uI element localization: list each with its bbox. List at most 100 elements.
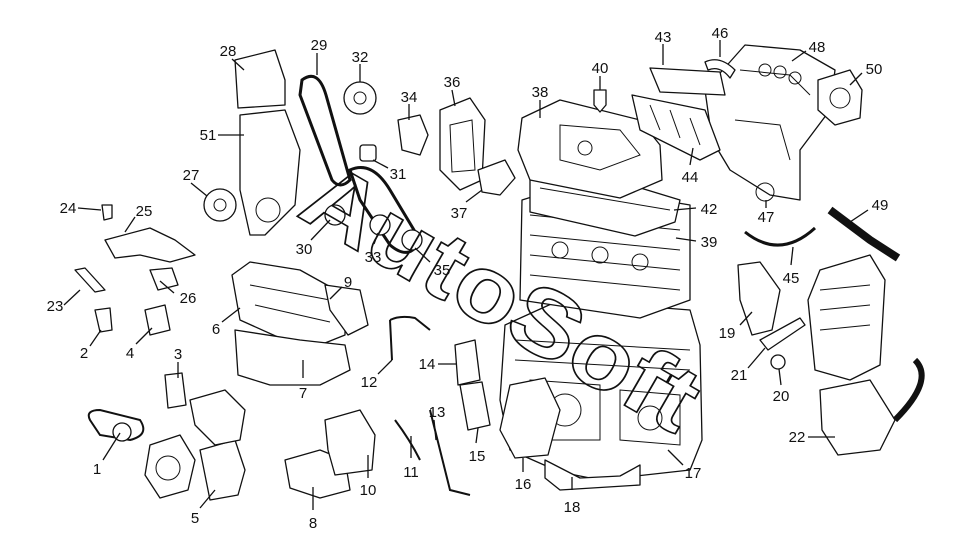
svg-text:46: 46 — [712, 25, 729, 42]
svg-text:51: 51 — [200, 127, 217, 144]
callout-30: 30 — [296, 219, 331, 258]
svg-text:20: 20 — [773, 388, 790, 405]
callout-44: 44 — [682, 147, 699, 186]
svg-text:29: 29 — [311, 37, 328, 54]
svg-text:10: 10 — [360, 482, 377, 499]
svg-text:15: 15 — [469, 448, 486, 465]
svg-text:26: 26 — [180, 290, 197, 307]
svg-text:35: 35 — [434, 262, 451, 279]
alternator-pulley — [112, 422, 132, 442]
svg-text:49: 49 — [872, 197, 889, 214]
callout-37: 37 — [451, 189, 483, 222]
callout-38: 38 — [532, 84, 549, 118]
callout-4: 4 — [126, 327, 153, 362]
callout-46: 46 — [712, 25, 729, 57]
bracket-19 — [737, 261, 781, 336]
svg-text:47: 47 — [758, 209, 775, 226]
svg-text:28: 28 — [220, 43, 237, 60]
sensor-cable-11 — [394, 419, 421, 461]
svg-text:24: 24 — [60, 200, 77, 217]
air-filter-box — [807, 254, 886, 381]
svg-text:40: 40 — [592, 60, 609, 77]
callout-26: 26 — [159, 280, 197, 307]
svg-text:11: 11 — [403, 464, 419, 481]
svg-text:38: 38 — [532, 84, 549, 101]
sensor-20 — [770, 354, 786, 370]
thermostat-housing — [477, 159, 516, 196]
svg-text:5: 5 — [191, 510, 199, 527]
svg-text:21: 21 — [731, 367, 748, 384]
manifold-gasket — [324, 284, 369, 336]
callout-25: 25 — [124, 203, 153, 233]
air-duct-22 — [819, 379, 896, 456]
callout-20: 20 — [773, 368, 790, 405]
intake-manifold — [704, 44, 836, 201]
bracket-assy — [189, 389, 246, 446]
callout-5: 5 — [191, 489, 216, 527]
pulleys — [203, 81, 423, 251]
callout-8: 8 — [309, 487, 317, 532]
bracket-2 — [94, 307, 113, 333]
svg-text:6: 6 — [212, 321, 220, 338]
callout-6: 6 — [212, 307, 241, 338]
plate-23 — [74, 267, 106, 293]
svg-text:9: 9 — [344, 274, 352, 291]
svg-text:32: 32 — [352, 49, 369, 66]
callout-12: 12 — [361, 359, 393, 391]
svg-text:7: 7 — [299, 385, 307, 402]
svg-text:2: 2 — [80, 345, 88, 362]
callout-14: 14 — [419, 356, 456, 373]
alternator-belt — [87, 408, 145, 442]
callout-19: 19 — [719, 311, 753, 342]
oil-pump-cover — [324, 409, 376, 476]
oil-pump-16 — [499, 377, 561, 459]
callout-11: 11 — [403, 436, 419, 481]
part-shapes — [74, 44, 925, 501]
callout-43: 43 — [655, 29, 671, 65]
svg-text:13: 13 — [429, 404, 446, 421]
svg-text:25: 25 — [136, 203, 153, 220]
callouts: 1 2 3 4 5 6 7 8 9 10 11 12 13 14 15 16 1… — [47, 25, 889, 532]
timing-belt — [298, 74, 352, 187]
svg-text:42: 42 — [701, 201, 718, 218]
svg-text:22: 22 — [789, 429, 806, 446]
hose-46 — [704, 59, 736, 79]
timing-cover-lower — [239, 109, 301, 236]
callout-15: 15 — [469, 427, 486, 465]
callout-16: 16 — [515, 458, 532, 493]
callout-45: 45 — [783, 246, 800, 287]
svg-text:12: 12 — [361, 374, 378, 391]
svg-text:44: 44 — [682, 169, 699, 186]
callout-7: 7 — [299, 360, 307, 402]
callout-34: 34 — [401, 89, 417, 120]
callout-18: 18 — [564, 477, 581, 516]
svg-text:45: 45 — [783, 270, 800, 287]
sensor-cable-12 — [389, 315, 431, 361]
svg-text:48: 48 — [809, 39, 826, 56]
callout-2: 2 — [80, 329, 102, 362]
callout-24: 24 — [60, 200, 102, 217]
mount-3 — [164, 372, 187, 409]
callout-39: 39 — [675, 234, 717, 251]
callout-35: 35 — [414, 247, 451, 279]
intake-hose-49 — [827, 206, 901, 262]
engine-mount-4 — [144, 304, 171, 336]
dipstick-13 — [429, 409, 471, 496]
callout-42: 42 — [673, 201, 718, 218]
svg-text:18: 18 — [564, 499, 581, 516]
callout-10: 10 — [360, 455, 377, 499]
callout-22: 22 — [789, 429, 835, 446]
callout-47: 47 — [758, 200, 775, 226]
svg-text:8: 8 — [309, 515, 317, 532]
water-pump — [397, 114, 429, 156]
sensor-40 — [593, 89, 607, 113]
support-25 — [104, 227, 196, 263]
svg-text:36: 36 — [444, 74, 461, 91]
svg-text:16: 16 — [515, 476, 532, 493]
pump-housing — [439, 97, 486, 191]
svg-text:31: 31 — [390, 166, 407, 183]
callout-33: 33 — [365, 232, 381, 266]
fuel-rail — [649, 67, 726, 96]
callout-49: 49 — [849, 197, 889, 223]
